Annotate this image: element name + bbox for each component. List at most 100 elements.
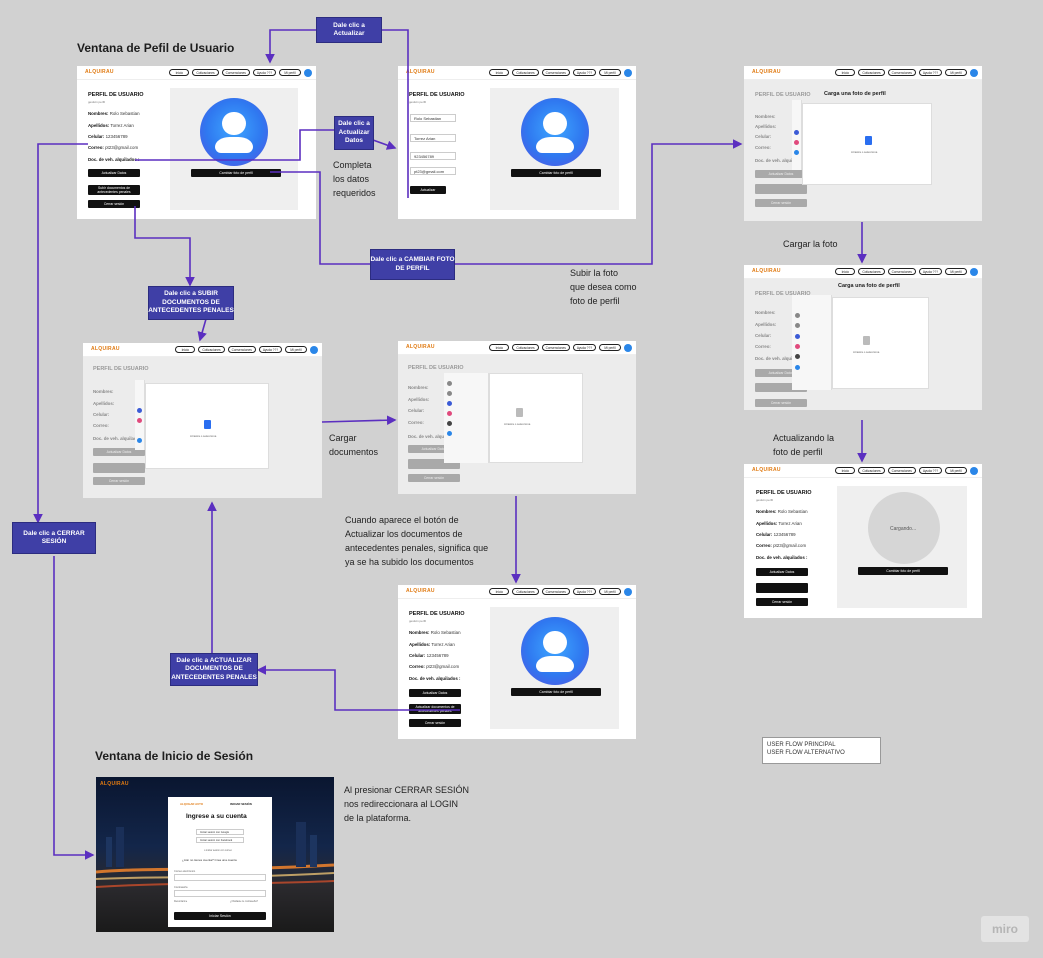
nav-inicio[interactable]: Inicio bbox=[835, 69, 856, 76]
upload-dialog[interactable]: Arrastra o selecciona bbox=[489, 373, 583, 463]
drive-icon[interactable] bbox=[447, 431, 452, 436]
nav-cotizaciones[interactable]: Cotizaciones bbox=[198, 346, 225, 353]
nav-mi-perfil[interactable]: Mi perfil bbox=[945, 467, 967, 474]
login-nav-right[interactable]: INICIAR SESIÓN bbox=[230, 802, 252, 806]
nav-ayuda[interactable]: Ayuda ??? bbox=[252, 69, 276, 76]
password-field[interactable] bbox=[174, 890, 266, 897]
instagram-icon[interactable] bbox=[137, 418, 142, 423]
nav-convenciones[interactable]: Convenciones bbox=[221, 69, 250, 76]
upload-docs-button[interactable] bbox=[755, 383, 807, 392]
nav-mi-perfil[interactable]: Mi perfil bbox=[599, 588, 621, 595]
upload-dialog[interactable]: Arrastra o selecciona bbox=[145, 383, 269, 469]
google-login-button[interactable]: Iniciar sesión con Google bbox=[196, 829, 244, 835]
folder-icon[interactable] bbox=[447, 391, 452, 396]
nav-convenciones[interactable]: Convenciones bbox=[887, 69, 916, 76]
facebook-login-button[interactable]: Iniciar sesión con Facebook bbox=[196, 837, 244, 843]
nav-cotizaciones[interactable]: Cotizaciones bbox=[858, 69, 885, 76]
nav-mi-perfil[interactable]: Mi perfil bbox=[945, 268, 967, 275]
nav-ayuda[interactable]: Ayuda ??? bbox=[918, 268, 942, 275]
change-photo-button[interactable]: Cambiar foto de perfil bbox=[511, 169, 601, 177]
nav-mi-perfil[interactable]: Mi perfil bbox=[945, 69, 967, 76]
remember-checkbox[interactable]: Recordarme bbox=[174, 900, 188, 903]
nav-convenciones[interactable]: Convenciones bbox=[541, 69, 570, 76]
change-photo-button[interactable]: Cambiar foto de perfil bbox=[191, 169, 281, 177]
edit-data-button[interactable]: Actualizar Datos bbox=[408, 445, 460, 453]
nav-cotizaciones[interactable]: Cotizaciones bbox=[858, 268, 885, 275]
nav-mi-perfil[interactable]: Mi perfil bbox=[285, 346, 307, 353]
email-field[interactable] bbox=[174, 874, 266, 881]
nav-ayuda[interactable]: Ayuda ??? bbox=[572, 69, 596, 76]
upload-docs-button[interactable] bbox=[408, 459, 460, 469]
apellido-input[interactable]: Torrez Arian bbox=[410, 134, 456, 142]
upload-dialog[interactable]: Arrastra o selecciona bbox=[802, 103, 932, 185]
user-avatar-icon[interactable] bbox=[624, 587, 632, 596]
login-button[interactable]: Iniciar Sesión bbox=[174, 912, 266, 920]
logout-button[interactable]: Cerrar sesión bbox=[88, 200, 140, 208]
facebook-icon[interactable] bbox=[794, 130, 799, 135]
logout-button[interactable]: Cerrar sesión bbox=[755, 399, 807, 407]
logout-button[interactable]: Cerrar sesión bbox=[409, 719, 461, 727]
edit-data-button[interactable]: Actualizar Datos bbox=[756, 568, 808, 576]
upload-dialog[interactable]: Arrastra o selecciona bbox=[832, 297, 929, 389]
edit-data-button[interactable]: Actualizar Datos bbox=[88, 169, 140, 177]
logout-button[interactable]: Cerrar sesión bbox=[756, 598, 808, 606]
nav-cotizaciones[interactable]: Cotizaciones bbox=[192, 69, 219, 76]
nav-cotizaciones[interactable]: Cotizaciones bbox=[512, 588, 539, 595]
change-photo-button[interactable]: Cambiar foto de perfil bbox=[511, 688, 601, 696]
nav-ayuda[interactable]: Ayuda ??? bbox=[918, 467, 942, 474]
upload-docs-button[interactable] bbox=[93, 463, 145, 473]
user-avatar-icon[interactable] bbox=[970, 68, 978, 77]
nav-inicio[interactable]: Inicio bbox=[489, 588, 510, 595]
nav-ayuda[interactable]: Ayuda ??? bbox=[572, 588, 596, 595]
facebook-icon[interactable] bbox=[137, 408, 142, 413]
celular-input[interactable]: 923456789 bbox=[410, 152, 456, 160]
user-avatar-icon[interactable] bbox=[304, 68, 312, 77]
folder-icon[interactable] bbox=[447, 381, 452, 386]
nav-convenciones[interactable]: Convenciones bbox=[887, 268, 916, 275]
user-avatar-icon[interactable] bbox=[310, 345, 318, 354]
edit-data-button[interactable]: Actualizar Datos bbox=[755, 369, 807, 377]
instagram-icon[interactable] bbox=[795, 344, 800, 349]
nav-mi-perfil[interactable]: Mi perfil bbox=[279, 69, 301, 76]
nombre-input[interactable]: Rolo Sebastian bbox=[410, 114, 456, 122]
update-button[interactable]: Actualizar bbox=[410, 186, 446, 194]
facebook-icon[interactable] bbox=[447, 401, 452, 406]
nav-inicio[interactable]: Inicio bbox=[175, 346, 196, 353]
nav-inicio[interactable]: Inicio bbox=[489, 344, 510, 351]
login-nav-left[interactable]: ALQUILAR AUTO bbox=[180, 802, 203, 806]
nav-inicio[interactable]: Inicio bbox=[835, 268, 856, 275]
nav-inicio[interactable]: Inicio bbox=[489, 69, 510, 76]
edit-data-button[interactable]: Actualizar Datos bbox=[93, 448, 145, 456]
camera-icon[interactable] bbox=[795, 354, 800, 359]
forgot-password-link[interactable]: ¿Olvidaste tu contraseña? bbox=[230, 900, 258, 903]
folder-icon[interactable] bbox=[795, 313, 800, 318]
nav-mi-perfil[interactable]: Mi perfil bbox=[599, 69, 621, 76]
nav-cotizaciones[interactable]: Cotizaciones bbox=[858, 467, 885, 474]
nav-convenciones[interactable]: Convenciones bbox=[887, 467, 916, 474]
facebook-icon[interactable] bbox=[795, 334, 800, 339]
user-avatar-icon[interactable] bbox=[624, 343, 632, 352]
upload-docs-button[interactable] bbox=[755, 184, 807, 194]
drive-icon[interactable] bbox=[794, 150, 799, 155]
nav-convenciones[interactable]: Convenciones bbox=[541, 344, 570, 351]
nav-inicio[interactable]: Inicio bbox=[169, 69, 190, 76]
nav-cotizaciones[interactable]: Cotizaciones bbox=[512, 69, 539, 76]
nav-ayuda[interactable]: Ayuda ??? bbox=[258, 346, 282, 353]
instagram-icon[interactable] bbox=[794, 140, 799, 145]
update-docs-button[interactable]: Actualizar documentos de antecedentes pe… bbox=[409, 704, 461, 714]
nav-inicio[interactable]: Inicio bbox=[835, 467, 856, 474]
nav-ayuda[interactable]: Ayuda ??? bbox=[918, 69, 942, 76]
edit-data-button[interactable]: Actualizar Datos bbox=[409, 689, 461, 697]
register-link[interactable]: ¿Aún no tienes cuenta? Crea una cuenta bbox=[182, 858, 237, 862]
nav-ayuda[interactable]: Ayuda ??? bbox=[572, 344, 596, 351]
drive-icon[interactable] bbox=[137, 438, 142, 443]
nav-convenciones[interactable]: Convenciones bbox=[541, 588, 570, 595]
user-avatar-icon[interactable] bbox=[970, 466, 978, 475]
nav-cotizaciones[interactable]: Cotizaciones bbox=[512, 344, 539, 351]
correo-input[interactable]: pt23@gmail.com bbox=[410, 167, 456, 175]
camera-icon[interactable] bbox=[447, 421, 452, 426]
logout-button[interactable]: Cerrar sesión bbox=[755, 199, 807, 207]
nav-mi-perfil[interactable]: Mi perfil bbox=[599, 344, 621, 351]
folder-icon[interactable] bbox=[795, 323, 800, 328]
change-photo-button[interactable]: Cambiar foto de perfil bbox=[858, 567, 948, 575]
